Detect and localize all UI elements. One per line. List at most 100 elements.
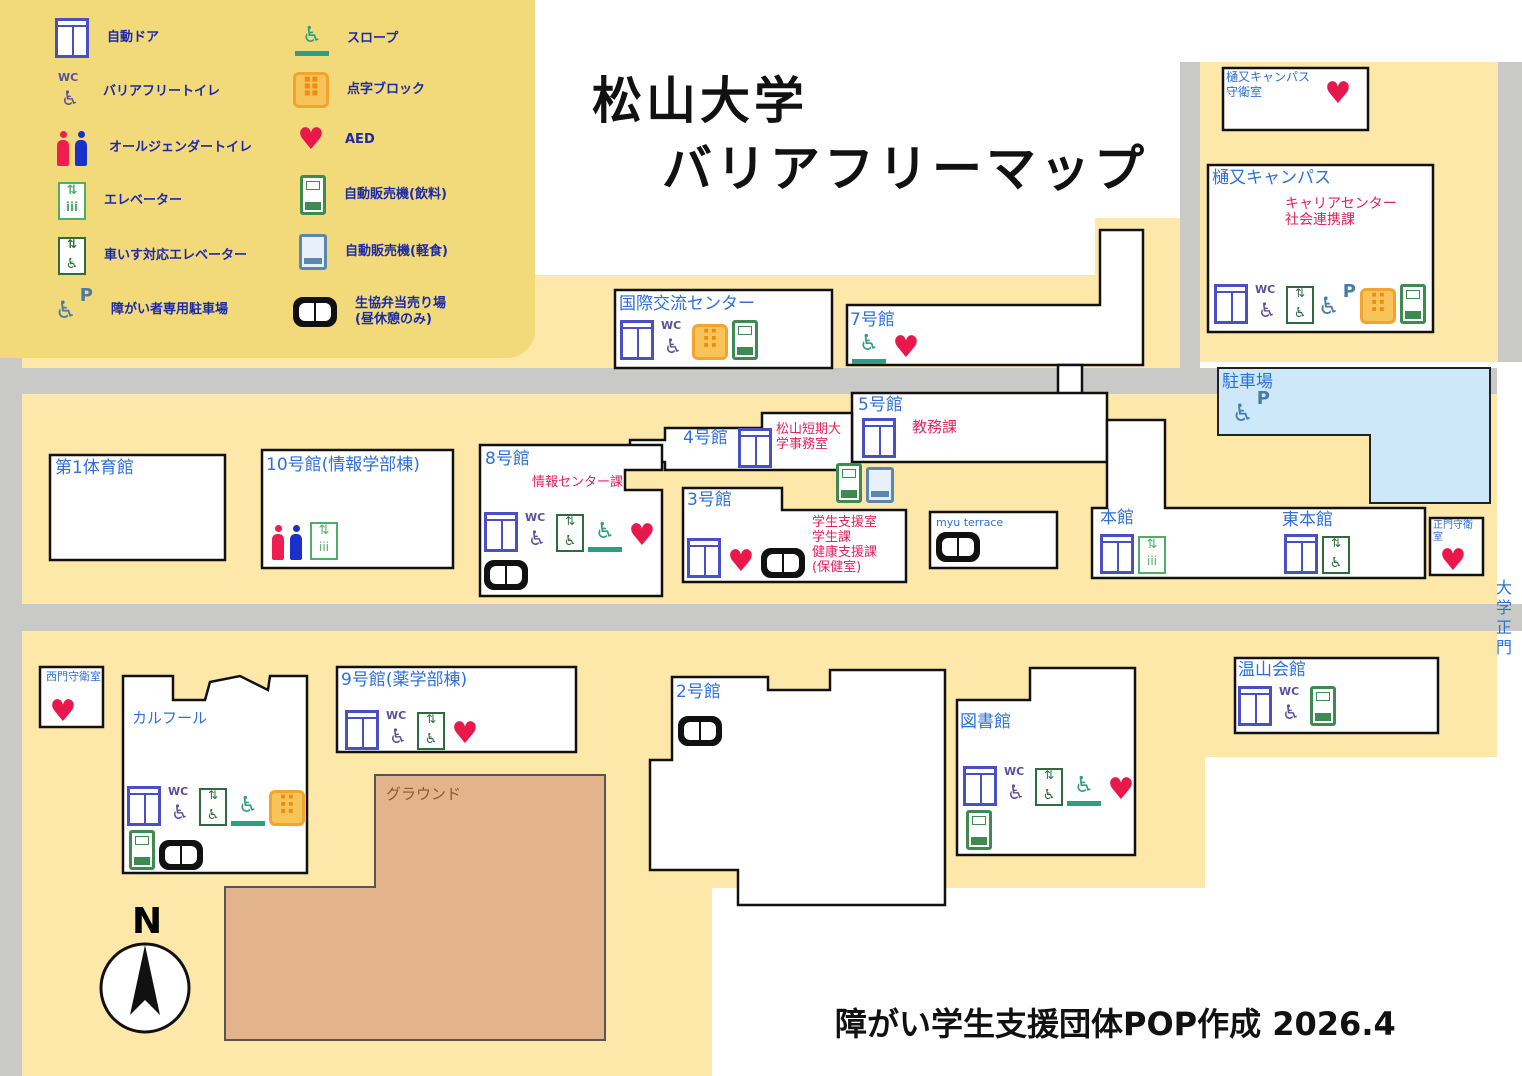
door-icon — [862, 418, 896, 458]
legend-item: ♿車いす対応エレベーター — [58, 237, 247, 275]
label-b3-office: 学生支援室学生課健康支援課(保健室) — [812, 515, 877, 575]
vending-machine-drink-icon — [300, 175, 326, 215]
door-icon — [1284, 534, 1318, 574]
label-hinu-office: キャリアセンター社会連携課 — [1285, 196, 1397, 228]
legend-item: オールジェンダートイレ — [55, 130, 252, 166]
label-b5: 5号館 — [858, 395, 903, 415]
bento-icon — [159, 840, 203, 870]
legend-item: ⠿点字ブロック — [293, 72, 425, 108]
door-icon — [1214, 284, 1248, 324]
legend-label: バリアフリートイレ — [103, 84, 221, 99]
footer-credit: 障がい学生支援団体POP作成 2026.4 — [835, 1005, 1396, 1043]
door-icon — [345, 710, 379, 750]
door-icon — [127, 786, 161, 826]
label-b10: 10号館(情報学部棟) — [266, 455, 420, 475]
label-b9: 9号館(薬学部棟) — [341, 670, 468, 690]
label-b7: 7号館 — [850, 310, 895, 330]
slope-icon: ♿ — [295, 22, 329, 56]
office-line: (保健室) — [812, 560, 862, 575]
door-icon — [963, 766, 997, 806]
map-subtitle: バリアフリーマップ — [662, 140, 1148, 198]
slope-icon: ♿ — [852, 330, 886, 364]
wc-icon: ♿ — [522, 512, 552, 552]
braille-icon: ⠿ — [269, 790, 305, 826]
braille-icon: ⠿ — [692, 324, 728, 360]
legend-label: 点字ブロック — [347, 82, 426, 97]
bento-icon — [761, 548, 805, 578]
aed-heart-icon: ♥ — [297, 122, 325, 157]
label-b2: 2号館 — [676, 682, 721, 702]
legend-label: AED — [345, 132, 375, 147]
accessible-parking-icon: ♿ — [1232, 389, 1270, 431]
label-b3: 3号館 — [687, 490, 732, 510]
automatic-door-icon — [55, 18, 89, 58]
label-myu: myu terrace — [936, 516, 1004, 529]
office-line: 社会連携課 — [1285, 212, 1355, 228]
wc-icon: ♿ — [1001, 766, 1031, 806]
label-b8-office: 情報センター課 — [532, 475, 624, 490]
elevator-icon: iii — [310, 522, 338, 560]
all-gender-toilet-icon — [55, 130, 91, 166]
all-gender-toilet-icon — [270, 524, 306, 560]
accessible-parking-icon: ♿ — [55, 286, 93, 328]
office-line: キャリアセンター — [1285, 196, 1397, 212]
label-nishimon-guard: 西門守衛室 — [46, 670, 101, 683]
vending-machine-snack-icon — [299, 234, 327, 270]
wheelchair-elevator-icon: ♿ — [1322, 536, 1350, 574]
wheelchair-elevator-icon: ♿ — [556, 514, 584, 552]
label-library: 図書館 — [960, 712, 1011, 732]
label-onzan: 温山会館 — [1238, 660, 1306, 680]
parking-lot — [1217, 367, 1491, 504]
label-b8: 8号館 — [485, 449, 530, 469]
elevator-icon: iii — [1138, 536, 1166, 574]
legend-item: ♿ 障がい者専用駐車場 — [55, 286, 229, 328]
door-icon — [484, 512, 518, 552]
sports-ground — [224, 774, 606, 1041]
vending-drink-icon — [836, 463, 862, 503]
wheelchair-elevator-icon: ♿ — [417, 712, 445, 750]
label-kokusai: 国際交流センター — [619, 294, 755, 314]
legend-item: 自動ドア — [55, 18, 159, 58]
bento-icon — [678, 716, 722, 746]
legend-label-sub: (昼休憩のみ) — [355, 312, 432, 327]
label-seimon-guard: 正門守衛室 — [1433, 520, 1473, 543]
aed-icon: ♥ — [892, 330, 920, 365]
office-line: 学生課 — [812, 530, 852, 545]
wc-icon: ♿ — [658, 320, 688, 360]
legend-label: 自動ドア — [107, 30, 160, 45]
braille-icon: ⠿ — [1360, 288, 1396, 324]
elevator-icon: iii — [58, 182, 86, 220]
legend-item: ♿バリアフリートイレ — [55, 72, 220, 112]
vending-drink-icon — [1310, 686, 1336, 726]
vending-snack-icon — [866, 467, 894, 503]
vending-drink-icon — [1400, 284, 1426, 324]
label-hinu-guard: 樋又キャンパス守衛室 — [1226, 70, 1310, 100]
map-title: 松山大学 — [592, 72, 808, 130]
aed-icon: ♥ — [628, 518, 656, 553]
door-icon — [687, 538, 721, 578]
slope-icon: ♿ — [1067, 772, 1101, 806]
vending-drink-icon — [732, 320, 758, 360]
legend-label: エレベーター — [104, 193, 183, 208]
wheelchair-elevator-icon: ♿ — [58, 237, 86, 275]
slope-icon: ♿ — [588, 518, 622, 552]
wc-icon: ♿ — [1252, 284, 1282, 324]
label-b5-office: 教務課 — [912, 418, 958, 436]
bento-icon — [936, 532, 980, 562]
wc-icon: ♿ — [165, 786, 195, 826]
wheelchair-elevator-icon: ♿ — [1035, 768, 1063, 806]
door-icon — [620, 320, 654, 360]
legend-item: 生協弁当売り場(昼休憩のみ) — [293, 296, 446, 328]
label-higashi: 東本館 — [1282, 510, 1333, 530]
legend-label: 障がい者専用駐車場 — [111, 302, 229, 317]
compass — [99, 942, 191, 1034]
accessible-parking-icon: ♿ — [1318, 282, 1356, 324]
legend-item: 自動販売機(飲料) — [300, 175, 447, 215]
aed-icon: ♥ — [1324, 76, 1352, 111]
office-line: 健康支援課 — [812, 545, 878, 560]
wc-icon: ♿ — [1276, 686, 1306, 726]
label-main-gate: 大学正門 — [1496, 578, 1513, 657]
label-ground: グラウンド — [386, 785, 462, 803]
legend-label-main: 生協弁当売り場 — [355, 296, 447, 311]
